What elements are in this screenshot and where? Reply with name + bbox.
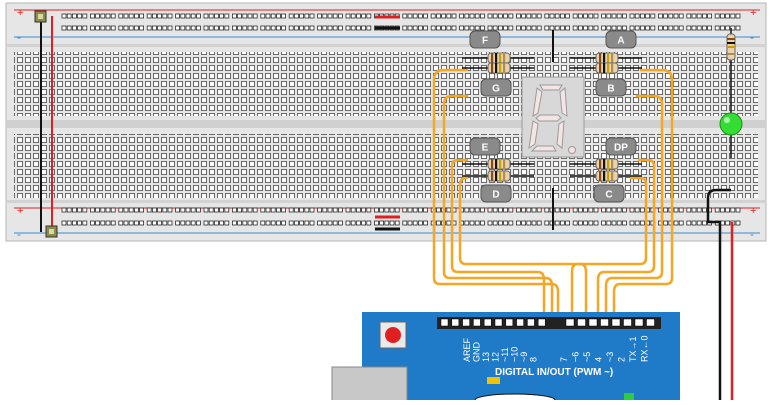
signal-wire-5 — [612, 68, 674, 322]
segment-label-e: E — [469, 137, 501, 156]
segment-label-text-d: D — [492, 190, 499, 201]
segment-label-c: C — [593, 184, 625, 203]
segment-label-a: A — [605, 30, 637, 49]
pin-label: ~3 — [605, 352, 615, 362]
tx-led — [487, 377, 500, 384]
resistor — [462, 170, 534, 182]
signal-wire-7 — [596, 158, 656, 322]
rail-plus-top-right: + — [750, 7, 756, 19]
resistor — [570, 170, 642, 182]
resistor — [462, 52, 534, 64]
segment-c — [556, 120, 565, 149]
resistor — [570, 158, 642, 170]
segment-e — [528, 120, 539, 150]
signal-wires[interactable] — [432, 68, 674, 322]
segment-label-d: D — [480, 184, 512, 203]
resistors[interactable] — [462, 52, 642, 182]
signal-wire-8 — [570, 176, 648, 322]
pin-label: 2 — [617, 357, 627, 362]
pin-label: GND — [472, 342, 482, 363]
usb-connector — [331, 366, 408, 405]
segment-b — [559, 87, 568, 117]
resistor — [462, 62, 534, 74]
rail-minus-top-right: - — [750, 30, 754, 44]
reset-button[interactable] — [385, 327, 401, 343]
resistor — [570, 62, 642, 74]
pin-label: ~5 — [582, 352, 592, 362]
segments — [528, 84, 576, 154]
signal-wire-6 — [604, 94, 664, 322]
segment-label-text-dp: DP — [614, 143, 628, 154]
segment-label-text-g: G — [492, 84, 500, 95]
segment-g — [535, 114, 562, 122]
green-led[interactable] — [719, 112, 743, 158]
segment-label-text-b: B — [607, 84, 614, 95]
signal-wire-1 — [432, 68, 560, 322]
segment-label-text-c: C — [605, 190, 612, 201]
segment-label-dp: DP — [605, 137, 637, 156]
digital-header-pins[interactable] — [440, 318, 655, 327]
resistor — [570, 52, 642, 64]
segment-label-b: B — [595, 78, 627, 97]
pin-label: 13 — [481, 352, 491, 362]
rail-minus-top-left: - — [17, 30, 21, 44]
pin-label: 4 — [594, 357, 604, 362]
segment-labels: F G A B E D DP C — [469, 30, 637, 203]
rail-jumpers-middle[interactable] — [375, 15, 400, 231]
signal-wire-3 — [450, 158, 546, 322]
pin-label: 12 — [491, 352, 501, 362]
led-resistor[interactable] — [726, 28, 736, 118]
segment-d — [530, 145, 557, 152]
rail-plus-bottom-right: + — [750, 205, 756, 217]
power-rail-top-holes — [61, 13, 741, 226]
breadboard — [5, 2, 767, 242]
signal-wire-2 — [442, 94, 554, 322]
rail-bridge-wires[interactable] — [34, 10, 58, 238]
segment-label-f: F — [469, 30, 501, 49]
pin-label: 7 — [559, 357, 569, 362]
digital-header-label: DIGITAL IN/OUT (PWM ~) — [495, 367, 613, 378]
segment-label-g: G — [480, 78, 512, 97]
segment-label-text-a: A — [617, 36, 624, 47]
rail-plus-top-left: + — [17, 7, 23, 19]
segment-dp — [568, 146, 576, 154]
terminal-strip-top — [14, 52, 758, 116]
pin-label: RX←0 — [640, 335, 650, 362]
segment-f — [532, 87, 543, 117]
rail-minus-bottom-right: - — [750, 227, 754, 241]
segment-a — [539, 84, 563, 91]
segment-label-text-e: E — [482, 143, 489, 154]
pin-label: ~6 — [571, 352, 581, 362]
signal-wire-4 — [458, 176, 588, 322]
pin-label: AREF — [462, 337, 472, 362]
seven-segment-display[interactable] — [521, 76, 585, 158]
pin-label: ~9 — [519, 352, 529, 362]
segment-label-text-f: F — [482, 36, 488, 47]
pin-label: ~10 — [510, 347, 520, 362]
rail-plus-bottom-left: + — [17, 205, 23, 217]
resistor — [462, 158, 534, 170]
rail-minus-bottom-left: - — [17, 227, 21, 241]
pin-label: ~11 — [500, 347, 510, 362]
power-wires-to-arduino[interactable] — [706, 188, 734, 400]
pin-label: TX→1 — [628, 336, 638, 362]
pin-label: 8 — [529, 357, 539, 362]
